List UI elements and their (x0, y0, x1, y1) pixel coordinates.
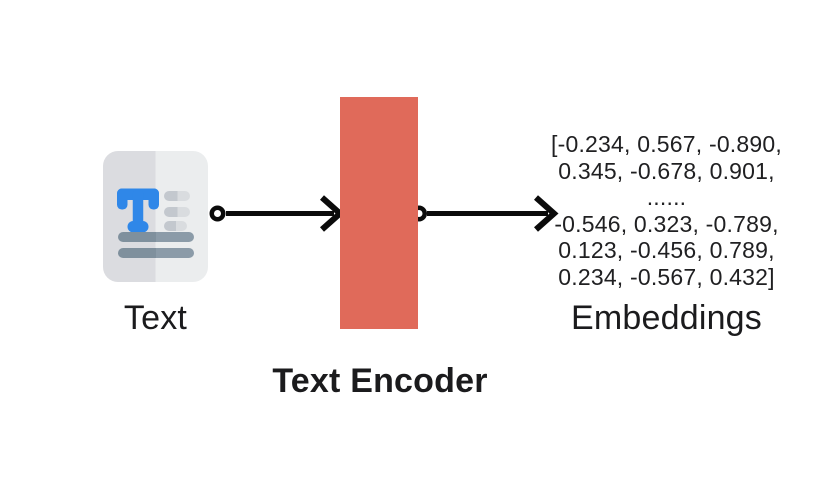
vector-line: 0.345, -0.678, 0.901, (558, 157, 775, 184)
doc-text-line-small (164, 191, 190, 201)
arrow-head-chevron-icon (320, 195, 345, 232)
arrow-start-circle-icon (209, 205, 226, 222)
vector-line: -0.546, 0.323, -0.789, (554, 210, 779, 237)
arrow-text-to-encoder (209, 195, 345, 232)
doc-text-line-small (164, 207, 190, 217)
text-encoder-label: Text Encoder (272, 362, 488, 400)
vector-line: [-0.234, 0.567, -0.890, (551, 131, 782, 157)
text-document-icon (103, 151, 208, 282)
letter-t-icon (117, 188, 159, 233)
vector-line: 0.123, -0.456, 0.789, (558, 237, 775, 263)
doc-text-line-wide (118, 232, 194, 242)
doc-text-line-wide (118, 248, 194, 258)
text-encoder-block (340, 97, 418, 329)
embeddings-vector-text: [-0.234, 0.567, -0.890, 0.345, -0.678, 0… (500, 131, 828, 290)
embeddings-label: Embeddings (570, 299, 762, 337)
doc-text-line-small (164, 221, 187, 231)
vector-line-ellipsis: ...... (646, 184, 687, 210)
vector-line: 0.234, -0.567, 0.432] (558, 263, 775, 290)
text-node-label: Text (123, 299, 188, 337)
